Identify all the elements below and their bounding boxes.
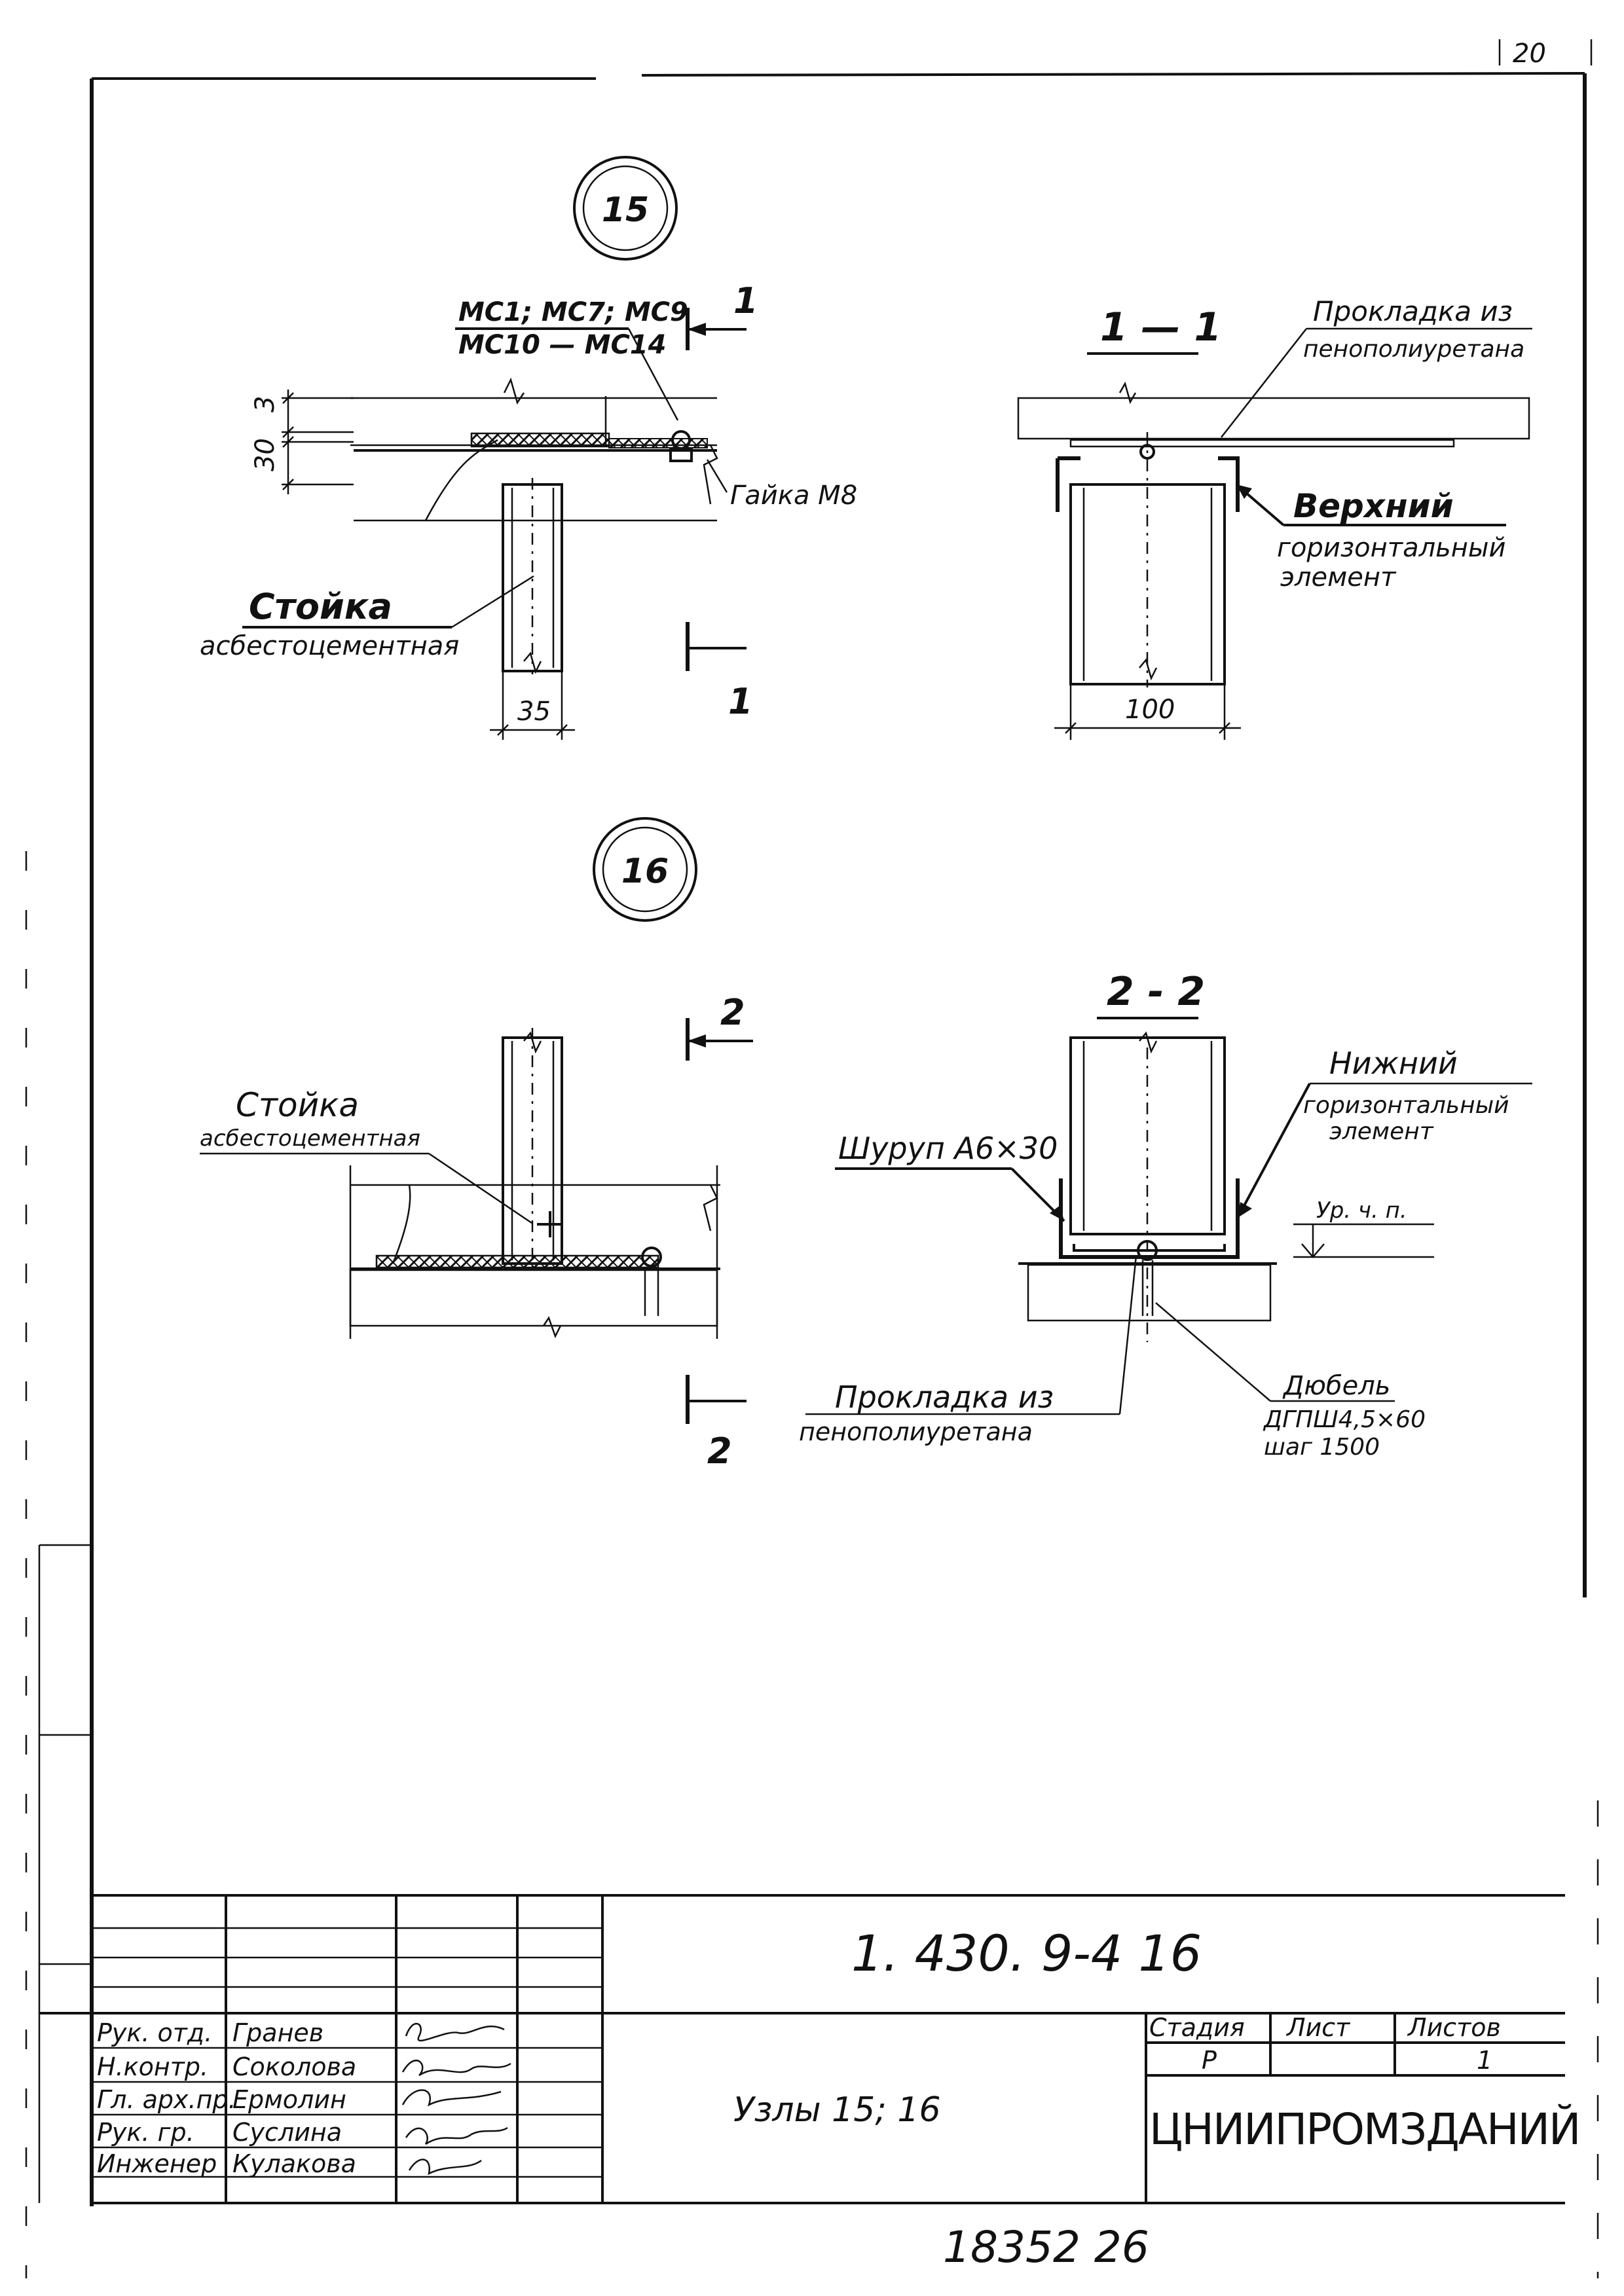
role-2: Н.контр.	[97, 2052, 208, 2081]
post-16-title: Стойка	[236, 1086, 359, 1124]
node-15-number: 15	[602, 191, 649, 230]
screw-label: Шуруп А6×30	[838, 1131, 1058, 1166]
node-15-marker: 15	[573, 156, 678, 261]
gasket-16-line2: пенополиуретана	[799, 1417, 1033, 1446]
gasket-15-label: Прокладка из	[1313, 295, 1513, 327]
role-5: Инженер	[97, 2149, 217, 2178]
floor-level: Ур. ч. п.	[1316, 1197, 1407, 1224]
name-3: Ермолин	[232, 2085, 346, 2114]
post-15-title: Стойка	[249, 586, 392, 627]
panel-marks-line1: МС1; МС7; МС9	[458, 297, 688, 327]
cut-1-bottom: 1	[728, 681, 753, 722]
dowel-line2: ДГПШ4,5×60	[1263, 1406, 1426, 1433]
name-2: Соколова	[232, 2052, 356, 2081]
title-block: 1. 430. 9-4 16 Узлы 15; 16 Стадия Лист Л…	[39, 1894, 1581, 2272]
node-16-elevation: 2 2 Стойка асбестоцементная	[200, 992, 753, 1472]
lower-sub1: горизонтальный	[1303, 1092, 1509, 1119]
dowel-line3: шаг 1500	[1264, 1434, 1380, 1461]
role-4: Рук. гр.	[97, 2118, 194, 2147]
node-16-gasket	[375, 1254, 659, 1269]
post-16-sub: асбестоцементная	[200, 1125, 420, 1152]
cut-2-bottom: 2	[707, 1430, 732, 1472]
binding-strip	[25, 851, 92, 2278]
sheet-label: Лист	[1285, 2013, 1351, 2042]
cut-1-top: 1	[733, 280, 758, 321]
section-1-1: 1 — 1 100 Прокладка из пенополиуретана В…	[1017, 295, 1532, 740]
sheet-name: Узлы 15; 16	[733, 2090, 941, 2130]
dim-3: 3	[250, 396, 280, 412]
cut-2-top: 2	[720, 992, 745, 1033]
section-2-2: 2 - 2 Ур. ч. п. Шуруп А6×30 Нижний гориз…	[799, 969, 1532, 1461]
lower-title: Нижний	[1329, 1046, 1458, 1081]
nut-label: Гайка М8	[730, 481, 857, 511]
section-1-title: 1 — 1	[1100, 304, 1221, 350]
post-15-sub: асбестоцементная	[200, 631, 459, 661]
lower-sub2: элемент	[1329, 1118, 1434, 1145]
name-4: Суслина	[232, 2118, 342, 2147]
name-1: Гранев	[232, 2018, 323, 2047]
node-15-gasket	[470, 432, 610, 448]
name-5: Кулакова	[232, 2149, 356, 2178]
sheets-value: 1	[1477, 2046, 1492, 2075]
org-name: ЦНИИПРОМЗДАНИЙ	[1149, 2104, 1579, 2155]
dowel-line1: Дюбель	[1282, 1371, 1390, 1401]
dim-100: 100	[1125, 695, 1175, 725]
node-16-number: 16	[621, 852, 669, 891]
sheets-label: Листов	[1407, 2013, 1501, 2042]
section-2-title: 2 - 2	[1107, 969, 1205, 1015]
gasket-15-label-2: пенополиуретана	[1303, 336, 1524, 363]
corner-number: 20	[1513, 39, 1546, 69]
panel-marks-line2: МС10 — МС14	[458, 330, 667, 360]
upper-sub2: элемент	[1280, 562, 1397, 592]
dim-30: 30	[250, 438, 280, 471]
node-16-marker: 16	[593, 817, 697, 922]
gasket-16-line1: Прокладка из	[835, 1379, 1054, 1415]
stage-label: Стадия	[1149, 2013, 1245, 2042]
node-15-elevation: 30 3 35 1 1 МС1; МС7; МС9 МС10 — МС14 Га…	[200, 280, 857, 740]
bottom-number: 18352 26	[943, 2222, 1149, 2272]
upper-sub1: горизонтальный	[1277, 533, 1505, 563]
sheet-frame: 20	[90, 39, 1599, 2278]
role-1: Рук. отд.	[97, 2018, 212, 2047]
doc-number: 1. 430. 9-4 16	[851, 1924, 1202, 1982]
upper-title: Верхний	[1293, 487, 1454, 525]
signatures	[401, 2022, 511, 2176]
stage-value: Р	[1202, 2046, 1217, 2075]
role-3: Гл. арх.пр.	[97, 2085, 236, 2114]
dim-35: 35	[517, 697, 551, 727]
